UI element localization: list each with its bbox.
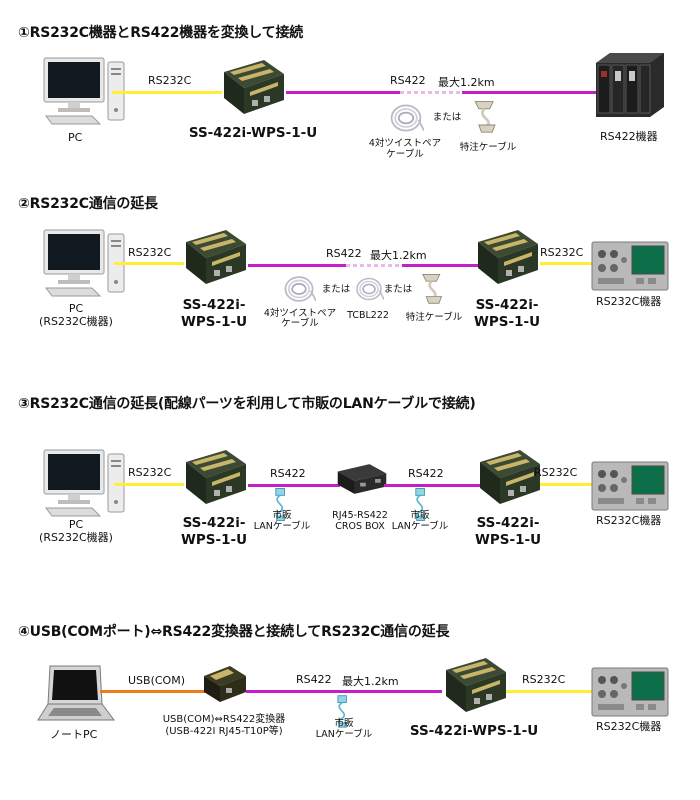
usb-label: USB(COM) (128, 674, 185, 687)
rs422-line (246, 690, 442, 693)
cable-special-label: 特注ケーブル (405, 312, 463, 323)
lan-label-2-line2: LANケーブル (391, 521, 449, 532)
pc-label-line2: (RS232C機器) (39, 315, 113, 328)
cable-twisted-line2: ケーブル (386, 149, 424, 160)
rs232c-label-right: RS232C (540, 246, 584, 259)
section-3-title: ③RS232C通信の延長(配線パーツを利用して市販のLANケーブルで接続) (18, 396, 476, 412)
rs232c-label-right: RS232C (534, 466, 578, 479)
section-1-title: ①RS232C機器とRS422機器を変換して接続 (18, 25, 304, 41)
distance-label: 最大1.2km (342, 675, 399, 688)
rs232c-label: RS232C (522, 673, 566, 686)
converter-label-left-line1: SS-422i- (182, 297, 246, 313)
converter-label-right-line1: SS-422i- (475, 297, 539, 313)
lan-label-line2: LANケーブル (315, 729, 373, 740)
pc-label: PC (68, 131, 83, 144)
rs232c-device-icon (590, 238, 670, 294)
rs232c-line-right (540, 262, 596, 265)
twisted-cable-icon (388, 100, 424, 136)
special-cable-icon (416, 270, 450, 306)
rs422-line-left (248, 264, 346, 267)
or-label: または (432, 112, 462, 123)
cable-twisted-line1: 4対ツイストペア (263, 308, 337, 319)
rs422-label: RS422 (296, 673, 332, 686)
rs422-label: RS422 (326, 247, 362, 260)
notebook-pc-icon (36, 664, 116, 724)
converter-icon (180, 448, 250, 508)
lan-label-1-line1: 市販 (272, 510, 292, 521)
usb-conv-label-line2: (USB-422I RJ45-T10P等) (165, 726, 283, 737)
cable-special-label: 特注ケーブル (459, 142, 517, 153)
or-label-2: または (383, 284, 413, 295)
converter-label-right-line2: WPS-1-U (474, 532, 542, 548)
rs422-label: RS422 (390, 74, 426, 87)
converter-label: SS-422i-WPS-1-U (409, 723, 539, 739)
converter-icon (218, 58, 288, 118)
rs232c-label-left: RS232C (128, 246, 172, 259)
rs232c-line-left (114, 483, 184, 486)
converter-icon (180, 228, 250, 288)
section-4-title: ④USB(COMポート)⇔RS422変換器と接続してRS232C通信の延長 (18, 624, 450, 640)
rs422-label-2: RS422 (408, 467, 444, 480)
converter-label-left-line2: WPS-1-U (180, 532, 248, 548)
lan-label-2-line1: 市販 (410, 510, 430, 521)
distance-label: 最大1.2km (438, 76, 495, 89)
usb-converter-icon (200, 664, 250, 704)
pc-label-line1: PC (68, 518, 84, 531)
rs232c-line (112, 91, 222, 94)
converter-icon (440, 656, 510, 716)
rs422-label-1: RS422 (270, 467, 306, 480)
rs422-line-right (384, 484, 480, 487)
rs232c-label: RS232C (148, 74, 192, 87)
converter-icon (472, 228, 542, 288)
or-label-1: または (321, 284, 351, 295)
rs232c-device-icon (590, 458, 670, 514)
section-2-title: ②RS232C通信の延長 (18, 196, 158, 212)
cable-tcbl-label: TCBL222 (347, 310, 389, 321)
lan-label-line1: 市販 (334, 718, 354, 729)
converter-label-right-line1: SS-422i- (476, 515, 540, 531)
rs232c-line-right (540, 483, 596, 486)
rs232c-device-label: RS232C機器 (596, 514, 662, 527)
cros-label-line2: CROS BOX (335, 521, 385, 532)
special-cable-icon (468, 98, 504, 134)
converter-label-right-line2: WPS-1-U (473, 314, 541, 330)
rs232c-label-left: RS232C (128, 466, 172, 479)
rs422-line-left (286, 91, 400, 94)
usb-line (100, 690, 210, 693)
pc-label-line1: PC (68, 302, 84, 315)
rs422-device-label: RS422機器 (600, 130, 658, 143)
converter-label-left-line1: SS-422i- (182, 515, 246, 531)
cros-label-line1: RJ45-RS422 (332, 510, 388, 521)
rs232c-device-label: RS232C機器 (596, 720, 662, 733)
pc-label-line2: (RS232C機器) (39, 531, 113, 544)
rs422-line-left (248, 484, 340, 487)
rs232c-device-label: RS232C機器 (596, 295, 662, 308)
rs422-line-dashed (400, 91, 462, 94)
rs232c-line-left (114, 262, 184, 265)
rs232c-device-icon (590, 664, 670, 720)
cable-twisted-line2: ケーブル (281, 318, 319, 329)
converter-label: SS-422i-WPS-1-U (188, 125, 318, 141)
rs422-line-right (462, 91, 596, 94)
usb-conv-label-line1: USB(COM)⇔RS422変換器 (162, 714, 286, 725)
twisted-cable-icon (282, 272, 316, 306)
lan-label-1-line2: LANケーブル (253, 521, 311, 532)
cable-twisted-line1: 4対ツイストペア (368, 138, 442, 149)
notebook-label: ノートPC (50, 728, 98, 741)
tcbl-cable-icon (354, 274, 384, 304)
rs422-line-right (402, 264, 478, 267)
rs422-line-dashed (346, 264, 402, 267)
rs232c-line (506, 690, 596, 693)
cros-box-icon (334, 460, 390, 498)
distance-label: 最大1.2km (370, 249, 427, 262)
rs422-device-icon (590, 48, 670, 120)
converter-label-left-line2: WPS-1-U (180, 314, 248, 330)
